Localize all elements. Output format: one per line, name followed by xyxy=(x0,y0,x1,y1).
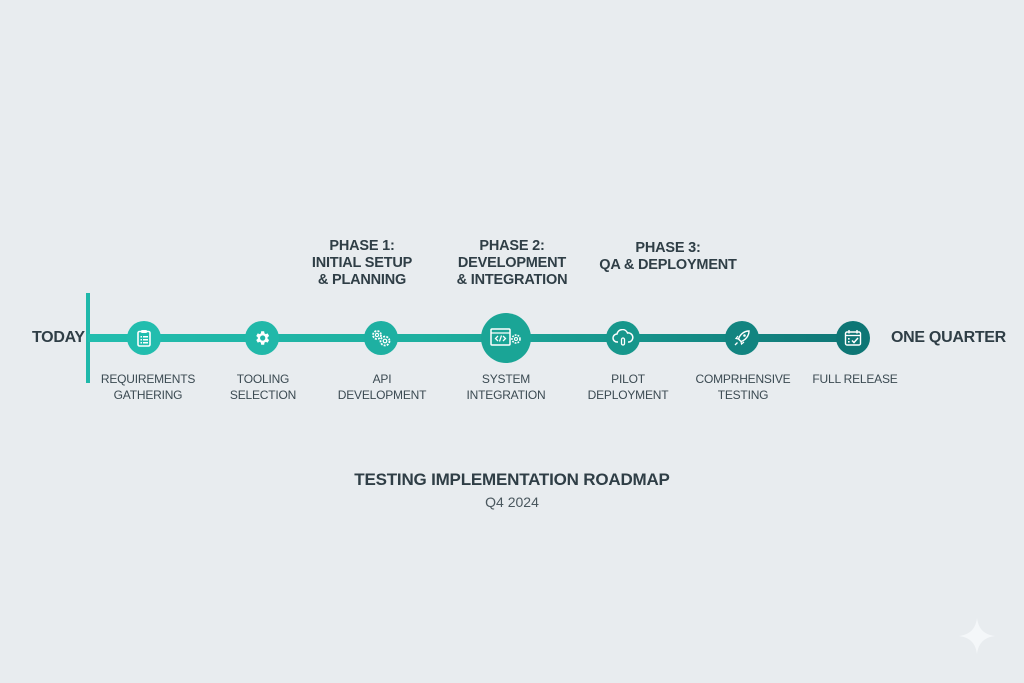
sparkle-icon xyxy=(959,618,995,654)
milestone-label-line2: DEPLOYMENT xyxy=(587,387,669,402)
milestone-label-api: API DEVELOPMENT xyxy=(338,372,427,403)
milestone-label-line1: API xyxy=(372,372,392,386)
phase-1-header: PHASE 1: INITIAL SETUP & PLANNING xyxy=(312,238,412,289)
milestone-label-pilot: PILOT DEPLOYMENT xyxy=(588,372,669,403)
phase-1-title: PHASE 1: xyxy=(329,238,395,254)
milestone-label-line1: PILOT xyxy=(611,372,645,386)
milestone-label-tooling: TOOLING SELECTION xyxy=(230,372,296,403)
diagram-title: TESTING IMPLEMENTATION ROADMAP xyxy=(354,470,670,489)
timeline-line xyxy=(88,334,856,342)
phase-1-line3: & PLANNING xyxy=(317,272,407,288)
milestone-label-line1: FULL RELEASE xyxy=(812,372,898,386)
phase-2-header: PHASE 2: DEVELOPMENT & INTEGRATION xyxy=(457,238,568,289)
milestone-label-requirements: REQUIREMENTS GATHERING xyxy=(101,372,195,403)
phase-3-line2: QA & DEPLOYMENT xyxy=(599,257,737,273)
gears-icon xyxy=(372,330,391,347)
phase-1-line2: INITIAL SETUP xyxy=(311,255,413,271)
milestone-label-line1: SYSTEM xyxy=(481,372,531,386)
milestone-label-line2: SELECTION xyxy=(229,387,297,402)
milestone-label-line1: REQUIREMENTS xyxy=(100,372,196,386)
gear-icon xyxy=(256,331,270,345)
milestone-node-integration xyxy=(481,313,531,363)
milestone-label-line2: INTEGRATION xyxy=(466,387,546,402)
milestone-label-testing: COMPRHENSIVE TESTING xyxy=(696,372,791,403)
cloud-upload-icon xyxy=(612,329,634,346)
phase-3-header: PHASE 3: QA & DEPLOYMENT xyxy=(599,240,737,274)
milestone-label-line2: TESTING xyxy=(717,387,769,402)
milestone-label-line1: TOOLING xyxy=(236,372,290,386)
end-label: ONE QUARTER xyxy=(891,329,1006,346)
milestone-node-pilot xyxy=(606,321,640,355)
milestone-label-release: FULL RELEASE xyxy=(812,372,897,388)
phase-2-line3: & INTEGRATION xyxy=(456,272,568,288)
calendar-check-icon xyxy=(844,330,862,346)
milestone-label-line1: COMPRHENSIVE xyxy=(695,372,791,386)
start-label: TODAY xyxy=(32,329,85,346)
rocket-icon xyxy=(734,330,750,346)
phase-2-line2: DEVELOPMENT xyxy=(457,255,567,271)
milestone-node-api xyxy=(364,321,398,355)
clipboard-icon xyxy=(137,330,151,347)
milestone-node-release xyxy=(836,321,870,355)
milestone-node-testing xyxy=(725,321,759,355)
milestone-label-line2: DEVELOPMENT xyxy=(337,387,427,402)
diagram-subtitle: Q4 2024 xyxy=(485,494,539,510)
milestone-node-tooling xyxy=(245,321,279,355)
milestone-node-requirements xyxy=(127,321,161,355)
milestone-label-line2: GATHERING xyxy=(113,387,183,402)
phase-2-title: PHASE 2: xyxy=(479,238,545,254)
code-window-gear-icon xyxy=(490,328,521,346)
milestone-label-integration: SYSTEM INTEGRATION xyxy=(467,372,546,403)
phase-3-title: PHASE 3: xyxy=(635,240,701,256)
